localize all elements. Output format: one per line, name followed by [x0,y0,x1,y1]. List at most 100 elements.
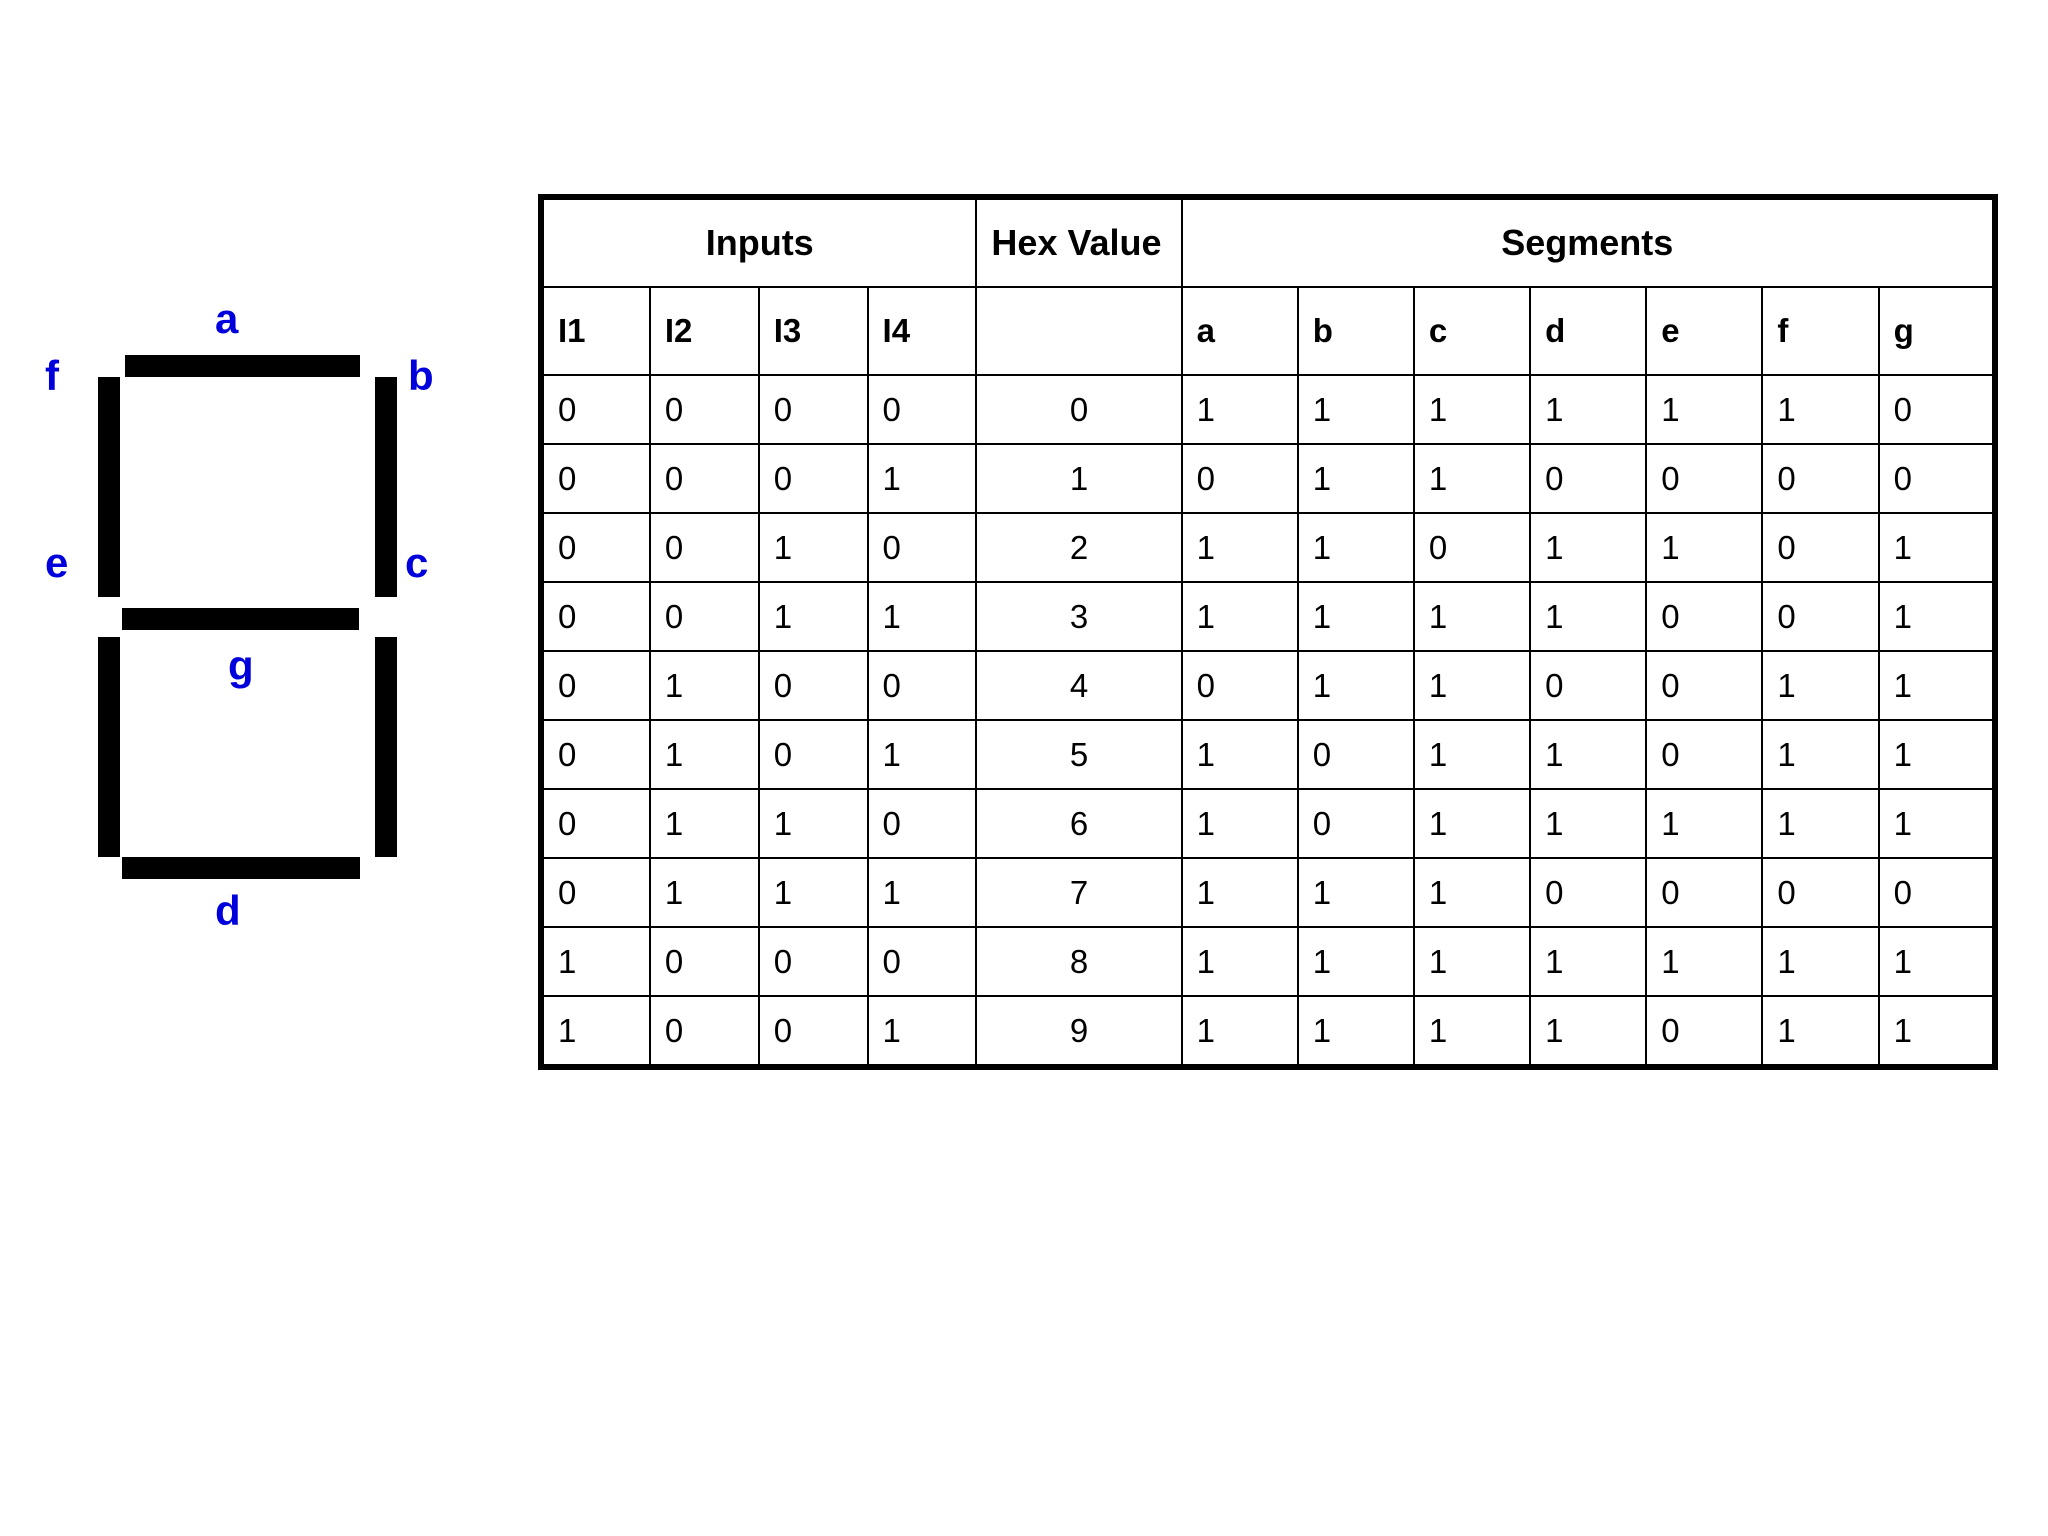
cell-segment-f: 1 [1761,926,1880,997]
segment-a-bar [125,355,360,377]
cell-segment-e: 1 [1645,512,1764,583]
cell-segment-b: 1 [1296,650,1415,721]
cell-segment-e: 0 [1645,719,1764,790]
cell-segment-a: 1 [1180,581,1299,652]
cell-input-i1: 0 [540,650,651,721]
segment-d-bar [122,857,360,879]
segment-f-label: f [45,352,59,399]
cell-segment-b: 1 [1296,857,1415,928]
cell-input-i1: 0 [540,512,651,583]
seven-segment-display-figure: a f b g e c d [0,0,500,1000]
cell-segment-a: 1 [1180,788,1299,859]
cell-segment-e: 0 [1645,857,1764,928]
cell-hex-value: 4 [975,650,1183,721]
cell-segment-f: 1 [1761,650,1880,721]
column-header-segment-g: g [1877,286,1997,376]
cell-segment-a: 1 [1180,374,1299,445]
cell-segment-c: 1 [1412,995,1532,1068]
cell-input-i2: 0 [648,374,760,445]
cell-segment-a: 1 [1180,857,1299,928]
cell-segment-g: 0 [1877,857,1997,928]
cell-segment-g: 1 [1877,788,1997,859]
group-header-hex-value: Hex Value [975,196,1183,288]
cell-hex-value: 1 [975,443,1183,514]
cell-segment-d: 0 [1529,650,1648,721]
cell-segment-e: 0 [1645,443,1764,514]
cell-segment-c: 1 [1412,374,1532,445]
column-header-input-i1: I1 [540,286,651,376]
cell-hex-value: 2 [975,512,1183,583]
cell-hex-value: 0 [975,374,1183,445]
cell-segment-g: 0 [1877,374,1997,445]
cell-segment-f: 0 [1761,857,1880,928]
segment-b-label: b [408,352,434,399]
cell-segment-a: 1 [1180,719,1299,790]
cell-segment-e: 1 [1645,788,1764,859]
cell-input-i4: 0 [866,926,978,997]
cell-segment-e: 1 [1645,926,1764,997]
cell-segment-g: 1 [1877,926,1997,997]
cell-input-i3: 1 [757,788,869,859]
cell-input-i1: 0 [540,374,651,445]
cell-segment-a: 0 [1180,650,1299,721]
cell-segment-b: 1 [1296,995,1415,1068]
cell-input-i2: 1 [648,788,760,859]
cell-segment-c: 1 [1412,650,1532,721]
cell-segment-f: 0 [1761,512,1880,583]
cell-input-i3: 0 [757,926,869,997]
cell-input-i4: 0 [866,512,978,583]
cell-segment-e: 0 [1645,581,1764,652]
cell-input-i3: 1 [757,857,869,928]
cell-segment-e: 0 [1645,650,1764,721]
cell-hex-value: 9 [975,995,1183,1068]
cell-segment-g: 1 [1877,650,1997,721]
cell-input-i3: 1 [757,581,869,652]
cell-input-i4: 0 [866,374,978,445]
group-header-segments: Segments [1180,196,1997,288]
cell-input-i2: 0 [648,995,760,1068]
cell-segment-g: 1 [1877,995,1997,1068]
column-header-input-i3: I3 [757,286,869,376]
cell-input-i4: 0 [866,650,978,721]
cell-segment-g: 0 [1877,443,1997,514]
cell-input-i4: 0 [866,788,978,859]
cell-input-i1: 0 [540,443,651,514]
column-header-segment-e: e [1645,286,1764,376]
cell-segment-f: 1 [1761,374,1880,445]
column-header-segment-b: b [1296,286,1415,376]
cell-input-i2: 0 [648,443,760,514]
cell-segment-f: 1 [1761,995,1880,1068]
cell-segment-b: 1 [1296,581,1415,652]
cell-input-i2: 0 [648,581,760,652]
cell-segment-b: 0 [1296,719,1415,790]
segment-c-bar [375,637,397,857]
cell-input-i2: 0 [648,926,760,997]
cell-segment-b: 1 [1296,512,1415,583]
cell-input-i3: 1 [757,512,869,583]
cell-segment-b: 1 [1296,443,1415,514]
cell-segment-d: 1 [1529,995,1648,1068]
cell-segment-g: 1 [1877,512,1997,583]
cell-input-i4: 1 [866,719,978,790]
cell-segment-c: 1 [1412,926,1532,997]
cell-segment-b: 1 [1296,926,1415,997]
segment-d-label: d [215,887,241,934]
cell-segment-a: 0 [1180,443,1299,514]
cell-input-i1: 1 [540,995,651,1068]
cell-segment-c: 1 [1412,719,1532,790]
cell-input-i2: 0 [648,512,760,583]
cell-hex-value: 6 [975,788,1183,859]
cell-segment-d: 1 [1529,719,1648,790]
cell-input-i4: 1 [866,581,978,652]
cell-segment-g: 1 [1877,719,1997,790]
cell-segment-c: 0 [1412,512,1532,583]
